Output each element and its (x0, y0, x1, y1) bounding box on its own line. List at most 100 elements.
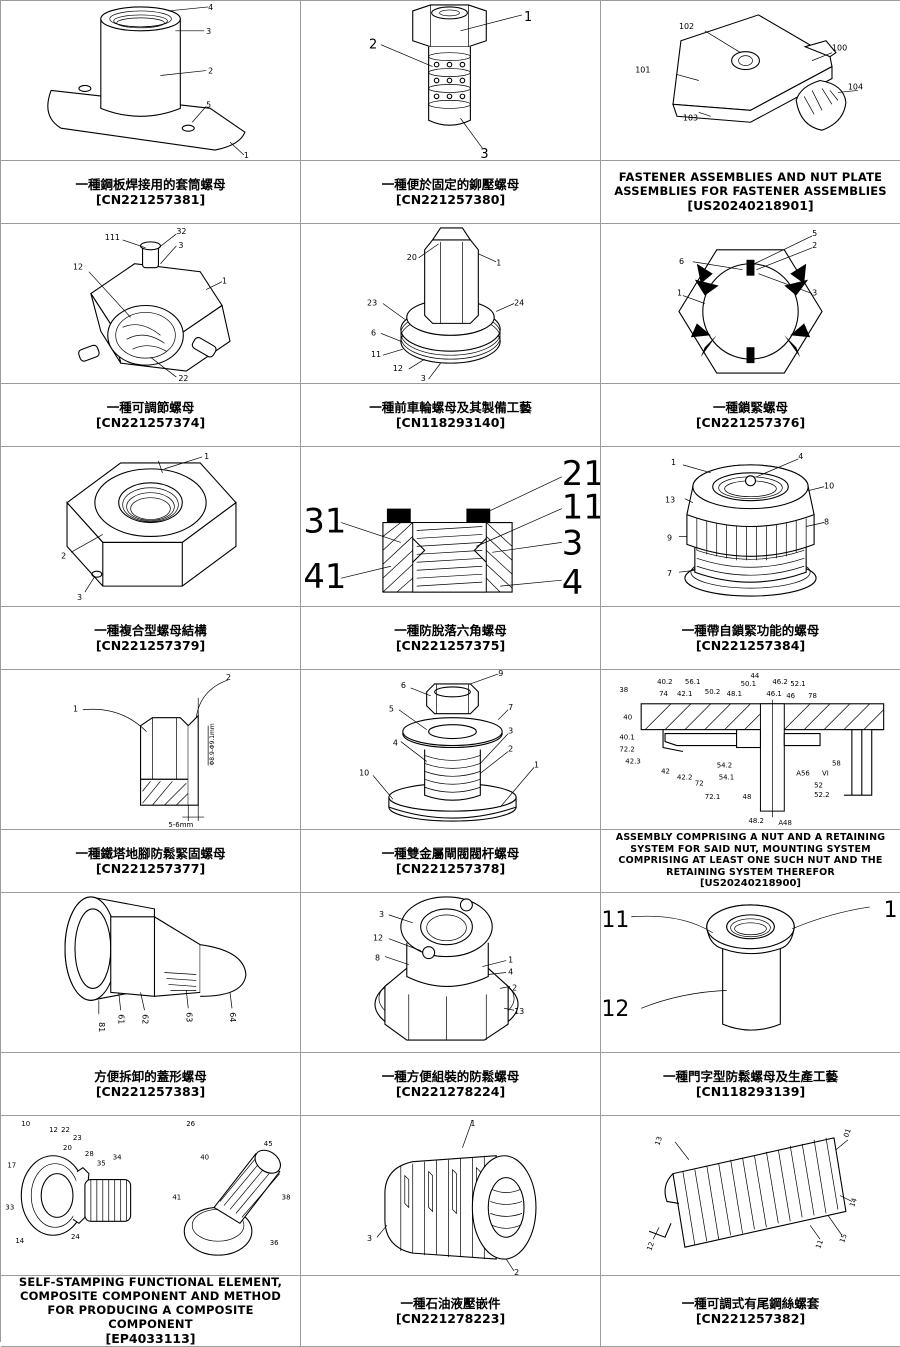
label: 15 (838, 1233, 849, 1244)
label: 20 (63, 1144, 72, 1152)
figure-cell-14: 3 12 8 1 4 2 13 (301, 893, 601, 1053)
patent-number[interactable]: [CN221257379] (96, 638, 205, 654)
label: 52.1 (790, 680, 805, 688)
caption-cell-16: SELF-STAMPING FUNCTIONAL ELEMENT, COMPOS… (1, 1276, 301, 1347)
patent-title[interactable]: 一種前車輪螺母及其製備工藝 (369, 400, 532, 415)
patent-number[interactable]: [CN221257383] (96, 1084, 205, 1100)
label: 48.2 (749, 817, 764, 825)
patent-title[interactable]: 一種可調節螺母 (107, 400, 195, 415)
label: 54.1 (719, 773, 734, 781)
patent-title[interactable]: 一種便於固定的鉚壓螺母 (382, 177, 520, 192)
patent-title[interactable]: 一種可調式有尾鋼絲螺套 (682, 1296, 820, 1311)
label: 1 (677, 289, 682, 298)
patent-title[interactable]: 一種鋼板焊接用的套筒螺母 (75, 177, 225, 192)
label: 2 (812, 241, 817, 250)
label: 1 (244, 151, 249, 160)
label: 46.1 (766, 690, 781, 698)
label: 3 (508, 727, 513, 736)
patent-number[interactable]: [CN221278223] (396, 1311, 505, 1327)
label: 5-6mm (168, 821, 193, 829)
patent-number[interactable]: [CN221257382] (696, 1311, 805, 1327)
patent-title[interactable]: 一種鎖緊螺母 (713, 400, 788, 415)
patent-number[interactable]: [CN118293139] (696, 1084, 805, 1100)
label: 40.1 (619, 734, 634, 742)
patent-title[interactable]: 一種方便組裝的防鬆螺母 (382, 1069, 520, 1084)
patent-number[interactable]: [CN221278224] (396, 1084, 505, 1100)
patent-title[interactable]: 一種帶自鎖緊功能的螺母 (682, 623, 820, 638)
patent-title[interactable]: FASTENER ASSEMBLIES AND NUT PLATE ASSEMB… (607, 170, 894, 198)
patent-number[interactable]: [CN221257374] (96, 415, 205, 431)
label: 32 (176, 227, 186, 236)
caption-cell-12: ASSEMBLY COMPRISING A NUT AND A RETAININ… (601, 830, 900, 893)
label: 42.1 (677, 690, 692, 698)
label: 42.2 (677, 773, 692, 781)
label: 40.2 (657, 678, 672, 686)
label: 62 (141, 1014, 150, 1024)
oil-hydraulic-insert-drawing: 1 3 2 (301, 1116, 600, 1275)
patent-number[interactable]: [CN221257375] (396, 638, 505, 654)
caption-cell-10: 一種鐵塔地腳防鬆緊固螺母 [CN221257377] (1, 830, 301, 893)
figure-cell-4: 111 32 3 12 1 22 (1, 224, 301, 384)
patent-number[interactable]: [CN221257378] (396, 861, 505, 877)
label: 46.2 (772, 678, 787, 686)
patent-title[interactable]: 一種鐵塔地腳防鬆緊固螺母 (75, 846, 225, 861)
caption-cell-7: 一種複合型螺母結構 [CN221257379] (1, 607, 301, 670)
adjustable-nut-drawing: 111 32 3 12 1 22 (1, 224, 300, 383)
patent-title[interactable]: 一種複合型螺母結構 (94, 623, 207, 638)
label: 17 (7, 1162, 16, 1170)
caption-cell-5: 一種前車輪螺母及其製備工藝 [CN118293140] (301, 384, 601, 447)
label: 24 (71, 1233, 80, 1241)
patent-number[interactable]: [US20240218901] (687, 198, 813, 214)
label: Φ8.9-Φ9.1mm (209, 723, 216, 765)
patent-title[interactable]: 一種石油液壓嵌件 (400, 1296, 500, 1311)
label: 103 (683, 113, 698, 122)
figure-cell-8: 21 31 11 3 41 4 (301, 447, 601, 607)
label: 81 (97, 1022, 106, 1032)
label: 22 (61, 1126, 70, 1134)
caption-cell-3: FASTENER ASSEMBLIES AND NUT PLATE ASSEMB… (601, 161, 900, 224)
patent-number[interactable]: [CN221257377] (96, 861, 205, 877)
label: 2 (226, 673, 231, 682)
figure-cell-10: 1 2 5-6mm Φ8.9-Φ9.1mm (1, 670, 301, 830)
label: 11 (371, 350, 381, 359)
label: 28 (85, 1150, 94, 1158)
patent-title[interactable]: 一種門字型防鬆螺母及生產工藝 (663, 1069, 838, 1084)
label: 72.2 (619, 745, 634, 753)
label: 1 (204, 452, 209, 461)
label: 13 (653, 1135, 664, 1146)
label: 1 (508, 956, 513, 965)
easy-assembly-lock-nut-drawing: 3 12 8 1 4 2 13 (301, 893, 600, 1052)
patent-number[interactable]: [CN221257376] (696, 415, 805, 431)
label: 2 (512, 983, 517, 992)
label: 38 (282, 1193, 291, 1201)
patent-title[interactable]: 一種雙金屬閘閥閥杆螺母 (382, 846, 520, 861)
patent-number[interactable]: [US20240218900] (700, 878, 801, 890)
label: 12 (373, 934, 383, 943)
label: 3 (812, 289, 817, 298)
patent-title[interactable]: 方便拆卸的蓋形螺母 (94, 1069, 207, 1084)
patent-number[interactable]: [CN221257381] (96, 192, 205, 208)
label: 54.2 (717, 761, 732, 769)
figure-cell-12: 40.2 56.1 44 46.2 38 74 42.1 50.2 48.1 5… (601, 670, 900, 830)
figure-cell-7: 1 2 3 (1, 447, 301, 607)
patent-number[interactable]: [CN118293140] (396, 415, 505, 431)
label: 2 (208, 67, 213, 76)
label: 13 (514, 1007, 524, 1016)
patent-title[interactable]: SELF-STAMPING FUNCTIONAL ELEMENT, COMPOS… (7, 1276, 294, 1331)
nut-plate-drawing: 102 100 101 104 103 (601, 1, 900, 160)
label: 8 (824, 518, 829, 527)
caption-cell-9: 一種帶自鎖緊功能的螺母 [CN221257384] (601, 607, 900, 670)
wheel-nut-drawing: 20 1 23 24 6 11 12 3 (301, 224, 600, 383)
caption-cell-8: 一種防脫落六角螺母 [CN221257375] (301, 607, 601, 670)
patent-title[interactable]: ASSEMBLY COMPRISING A NUT AND A RETAININ… (607, 832, 894, 878)
patent-number[interactable]: [CN221257384] (696, 638, 805, 654)
label: 12 (49, 1126, 58, 1134)
label: 12 (601, 997, 629, 1022)
patent-title[interactable]: 一種防脫落六角螺母 (394, 623, 507, 638)
patent-number[interactable]: [EP4033113] (105, 1331, 195, 1347)
label: 10 (824, 482, 834, 491)
caption-cell-14: 一種方便組裝的防鬆螺母 [CN221278224] (301, 1053, 601, 1116)
nut-retaining-system-drawing: 40.2 56.1 44 46.2 38 74 42.1 50.2 48.1 5… (601, 670, 900, 829)
patent-number[interactable]: [CN221257380] (396, 192, 505, 208)
label: 5 (206, 100, 211, 109)
